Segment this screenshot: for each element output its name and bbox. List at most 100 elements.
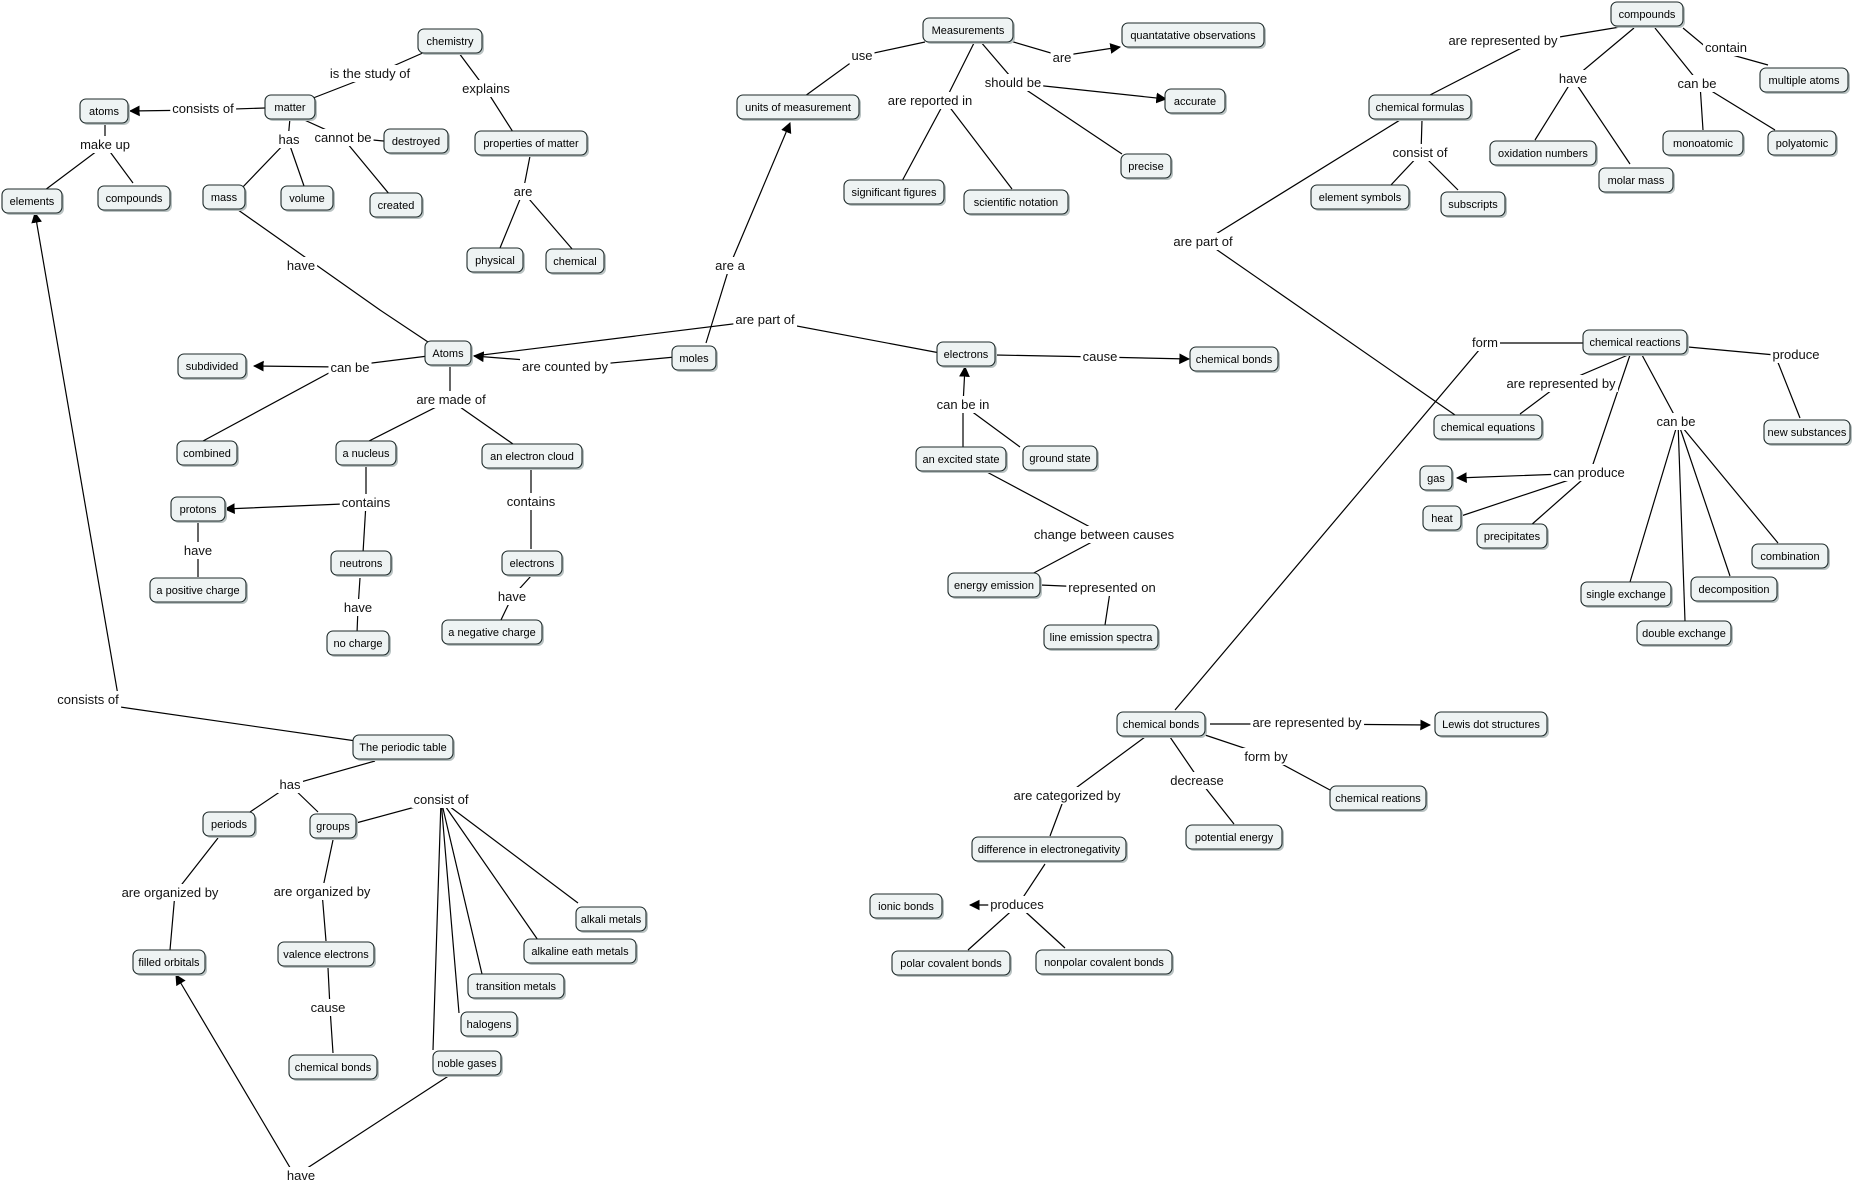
concept-node-monoatomic[interactable]: monoatomic (1662, 130, 1745, 157)
concept-node-gas[interactable]: gas (1419, 465, 1454, 492)
concept-node-neutrons[interactable]: neutrons (330, 550, 393, 577)
concept-node-sig-figs[interactable]: significant figures (843, 179, 946, 206)
concept-node-combination[interactable]: combination (1751, 543, 1830, 570)
concept-node-multiple-atoms[interactable]: multiple atoms (1759, 67, 1850, 94)
concept-node-filled-orbitals[interactable]: filled orbitals (132, 949, 207, 976)
link-label-are-categorized-by: are categorized by (1011, 787, 1123, 804)
link-label-use: use (849, 47, 875, 64)
node-box (1419, 465, 1453, 491)
concept-node-line-spectra[interactable]: line emission spectra (1043, 624, 1160, 651)
concept-node-subscripts[interactable]: subscripts (1440, 191, 1507, 218)
concept-node-molar-mass[interactable]: molar mass (1598, 167, 1675, 194)
concept-node-alkali[interactable]: alkali metals (575, 906, 648, 933)
concept-node-properties[interactable]: properties of matter (474, 130, 589, 157)
concept-node-chem-bonds-top[interactable]: chemical bonds (1189, 346, 1280, 373)
concept-node-polar[interactable]: polar covalent bonds (891, 950, 1012, 977)
concept-node-decomposition[interactable]: decomposition (1690, 576, 1779, 603)
link-label-text: have (184, 543, 212, 558)
link-label-background (733, 311, 798, 328)
concept-node-mass[interactable]: mass (202, 184, 247, 211)
node-box (545, 248, 605, 274)
concept-node-lewis[interactable]: Lewis dot structures (1434, 711, 1549, 738)
node-label: a positive charge (156, 585, 239, 597)
concept-node-elements[interactable]: elements (1, 188, 64, 215)
concept-node-new-substances[interactable]: new substances (1763, 419, 1852, 446)
concept-node-polyatomic[interactable]: polyatomic (1767, 130, 1838, 157)
concept-node-quant-obs[interactable]: quantatative observations (1121, 22, 1266, 49)
concept-node-combined[interactable]: combined (176, 440, 239, 467)
link-label-background (181, 542, 215, 559)
node-label: destroyed (392, 136, 440, 148)
concept-node-neg-charge[interactable]: a negative charge (441, 619, 544, 646)
concept-node-protons[interactable]: protons (170, 496, 227, 523)
link-label-background (284, 1167, 318, 1184)
link-label-text: decrease (1170, 773, 1223, 788)
link-label-can-be-in: can be in (934, 396, 992, 413)
concept-node-potential-energy[interactable]: potential energy (1185, 824, 1284, 851)
concept-node-excited[interactable]: an excited state (915, 446, 1008, 473)
concept-node-halogens[interactable]: halogens (460, 1011, 519, 1038)
node-box (1476, 523, 1548, 549)
concept-node-single-exchange[interactable]: single exchange (1580, 581, 1673, 608)
concept-node-alkaline[interactable]: alkaline eath metals (523, 938, 638, 965)
concept-node-double-exchange[interactable]: double exchange (1636, 620, 1733, 647)
concept-node-accurate[interactable]: accurate (1164, 88, 1227, 115)
concept-node-created[interactable]: created (369, 192, 424, 219)
concept-node-chemistry[interactable]: chemistry (417, 28, 484, 55)
concept-node-chem-bonds-bottom[interactable]: chemical bonds (1116, 711, 1207, 738)
node-box (424, 340, 472, 366)
concept-node-energy-emission[interactable]: energy emission (947, 572, 1042, 599)
concept-node-transition[interactable]: transition metals (467, 973, 566, 1000)
concept-node-atoms-center[interactable]: Atoms (424, 340, 473, 367)
concept-node-chem-formulas[interactable]: chemical formulas (1368, 94, 1473, 121)
link-label-text: should be (985, 75, 1041, 90)
concept-node-atoms-top[interactable]: atoms (79, 98, 130, 125)
link-label-produces: produces (988, 896, 1047, 913)
concept-node-nonpolar[interactable]: nonpolar covalent bonds (1035, 949, 1174, 976)
concept-node-electrons-cloud[interactable]: electrons (501, 550, 564, 577)
link-label-background (170, 100, 237, 117)
concept-node-compounds-right[interactable]: compounds (1610, 1, 1685, 28)
concept-node-moles[interactable]: moles (671, 345, 718, 372)
concept-node-groups[interactable]: groups (309, 813, 358, 840)
concept-node-subdivided[interactable]: subdivided (177, 353, 248, 380)
concept-node-ground[interactable]: ground state (1022, 445, 1099, 472)
concept-node-ionic[interactable]: ionic bonds (869, 893, 944, 920)
concept-node-units[interactable]: units of measurement (736, 94, 861, 121)
concept-node-element-symbols[interactable]: element symbols (1310, 184, 1411, 211)
node-label: noble gases (437, 1058, 497, 1070)
link-label-form-by: form by (1242, 748, 1291, 765)
concept-node-noble-gases[interactable]: noble gases (432, 1050, 503, 1077)
node-box (1440, 191, 1506, 217)
concept-node-electron-cloud[interactable]: an electron cloud (481, 443, 584, 470)
link-label-text: form by (1244, 749, 1288, 764)
concept-node-periods[interactable]: periods (202, 811, 257, 838)
link-label-background (55, 691, 122, 708)
concept-node-chem-bonds-valence[interactable]: chemical bonds (288, 1054, 379, 1081)
concept-node-no-charge[interactable]: no charge (326, 630, 391, 657)
concept-node-matter[interactable]: matter (264, 94, 317, 121)
concept-node-valence-electrons[interactable]: valence electrons (277, 941, 376, 968)
concept-node-chem-reations[interactable]: chemical reations (1329, 785, 1428, 812)
concept-node-physical[interactable]: physical (466, 247, 525, 274)
concept-node-measurements[interactable]: Measurements (922, 17, 1015, 44)
node-label: a negative charge (448, 627, 535, 639)
concept-node-pos-charge[interactable]: a positive charge (149, 577, 248, 604)
concept-node-chem-reactions[interactable]: chemical reactions (1582, 329, 1689, 356)
concept-node-destroyed[interactable]: destroyed (383, 128, 450, 155)
node-label: protons (180, 504, 217, 516)
concept-node-volume[interactable]: volume (280, 185, 335, 212)
concept-node-oxidation[interactable]: oxidation numbers (1489, 140, 1598, 167)
concept-node-chem-equations[interactable]: chemical equations (1433, 414, 1544, 441)
concept-node-electronegativity[interactable]: difference in electronegativity (971, 836, 1128, 863)
concept-node-chemical-prop[interactable]: chemical (545, 248, 606, 275)
concept-node-sci-notation[interactable]: scientific notation (963, 189, 1070, 216)
concept-node-precise[interactable]: precise (1120, 153, 1173, 180)
concept-node-precipitates[interactable]: precipitates (1476, 523, 1549, 550)
concept-node-electrons-center[interactable]: electrons (936, 341, 997, 368)
concept-node-periodic-table[interactable]: The periodic table (352, 734, 455, 761)
concept-node-heat[interactable]: heat (1422, 505, 1463, 532)
concept-node-compounds-left[interactable]: compounds (97, 185, 172, 212)
node-box (1662, 130, 1744, 156)
concept-node-nucleus[interactable]: a nucleus (335, 440, 398, 467)
